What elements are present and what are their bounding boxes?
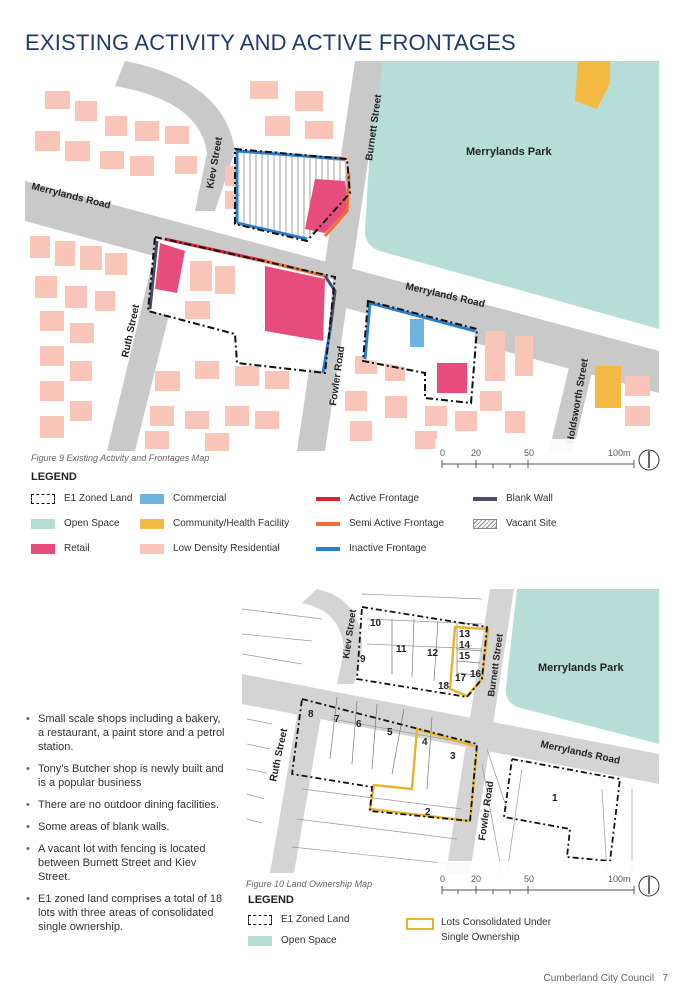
e1-boundary-main-2 bbox=[290, 697, 478, 822]
scale-bar-2: 0 20 50 100m bbox=[440, 874, 660, 897]
figure-9-caption: Figure 9 Existing Activity and Frontages… bbox=[31, 453, 210, 463]
lot-10: 10 bbox=[370, 618, 382, 629]
bullet-4: Some areas of blank walls. bbox=[38, 820, 226, 834]
legend2-open-space: Open Space bbox=[248, 935, 337, 946]
inactive-frontage-sw bbox=[236, 221, 308, 241]
legend-2-heading: LEGEND bbox=[248, 894, 294, 906]
bullet-1: Small scale shops including a bakery, a … bbox=[38, 712, 226, 754]
inactive-frontage-east bbox=[363, 301, 476, 360]
north-arrow-icon-2 bbox=[638, 875, 660, 897]
lot-18: 18 bbox=[438, 681, 450, 692]
svg-text:20: 20 bbox=[471, 448, 481, 458]
lot-11: 11 bbox=[396, 644, 407, 655]
svg-text:20: 20 bbox=[471, 874, 481, 884]
merrylands-park-area bbox=[365, 61, 659, 329]
bullet-2: Tony’s Butcher shop is newly built and i… bbox=[38, 762, 226, 790]
lot-1: 1 bbox=[552, 793, 558, 804]
community-facility bbox=[575, 61, 610, 109]
e1-boundary-east bbox=[361, 299, 479, 405]
lot-13: 13 bbox=[459, 629, 471, 640]
e1-boundary-north bbox=[234, 147, 352, 243]
lot-14: 14 bbox=[459, 640, 471, 651]
legend-residential: Low Density Residential bbox=[140, 543, 280, 554]
bullet-5: A vacant lot with fencing is located bet… bbox=[38, 842, 226, 884]
retail-block-ruth bbox=[155, 243, 185, 293]
key-findings-list: Small scale shops including a bakery, a … bbox=[26, 712, 226, 942]
legend-commercial: Commercial bbox=[140, 493, 226, 504]
legend2-e1: E1 Zoned Land bbox=[248, 914, 349, 925]
community-facility-south bbox=[595, 366, 621, 408]
e1-boundary-main bbox=[146, 235, 337, 375]
legend-1-heading: LEGEND bbox=[31, 471, 77, 483]
legend-open-space: Open Space bbox=[31, 518, 120, 529]
legend2-consolidated-line1: Lots Consolidated Under bbox=[441, 917, 552, 928]
page-number: 7 bbox=[662, 973, 668, 984]
footer-council: Cumberland City Council bbox=[543, 973, 655, 984]
lot-6: 6 bbox=[356, 719, 362, 730]
retail-block-main bbox=[265, 266, 325, 341]
lot-8: 8 bbox=[308, 709, 314, 720]
legend-active: Active Frontage bbox=[316, 493, 419, 504]
existing-activity-map: Kiev Street Burnett Street Merrylands Ro… bbox=[25, 61, 659, 451]
legend-retail: Retail bbox=[31, 543, 90, 554]
lot-5: 5 bbox=[387, 727, 393, 738]
blank-wall-ruth bbox=[148, 240, 159, 310]
lot-4: 4 bbox=[422, 737, 428, 748]
lot-16: 16 bbox=[470, 669, 482, 680]
legend-blank-wall: Blank Wall bbox=[473, 493, 553, 504]
lot-3: 3 bbox=[450, 751, 456, 762]
semi-active-frontage-north bbox=[323, 172, 351, 237]
svg-text:100m: 100m bbox=[608, 448, 631, 458]
legend-community: Community/Health Facility bbox=[140, 518, 289, 529]
legend2-consolidated-line2: Single Ownership bbox=[441, 932, 520, 943]
park-label: Merrylands Park bbox=[466, 146, 552, 158]
page-footer: Cumberland City Council 7 bbox=[543, 973, 668, 984]
merrylands-park-area-2 bbox=[505, 589, 659, 744]
bullet-6: E1 zoned land comprises a total of 18 lo… bbox=[38, 892, 226, 934]
svg-text:50: 50 bbox=[524, 448, 534, 458]
svg-text:0: 0 bbox=[440, 874, 445, 884]
commercial-block bbox=[410, 319, 424, 347]
north-arrow-icon bbox=[638, 449, 660, 471]
scale-bar-1: 0 20 50 100m bbox=[440, 448, 660, 471]
lot-15: 15 bbox=[459, 651, 471, 662]
lot-17: 17 bbox=[455, 673, 467, 684]
svg-text:50: 50 bbox=[524, 874, 534, 884]
inactive-frontage-north bbox=[235, 149, 346, 223]
lot-12: 12 bbox=[427, 648, 439, 659]
legend-inactive: Inactive Frontage bbox=[316, 543, 426, 554]
consolidated-lots-north bbox=[448, 625, 490, 698]
retail-block-north bbox=[305, 179, 347, 233]
figure-10-caption: Figure 10 Land Ownership Map bbox=[246, 879, 373, 889]
legend-semi-active: Semi Active Frontage bbox=[316, 518, 444, 529]
park-label-2: Merrylands Park bbox=[538, 662, 624, 674]
page-title: EXISTING ACTIVITY AND ACTIVE FRONTAGES bbox=[25, 30, 516, 55]
e1-swatch bbox=[31, 493, 55, 504]
lot-7: 7 bbox=[334, 714, 340, 725]
retail-block-east bbox=[437, 363, 467, 393]
svg-text:100m: 100m bbox=[608, 874, 631, 884]
lot-2: 2 bbox=[425, 807, 431, 818]
svg-text:0: 0 bbox=[440, 448, 445, 458]
legend2-consolidated-swatch bbox=[406, 918, 434, 930]
legend-e1: E1 Zoned Land bbox=[31, 493, 132, 504]
legend-vacant: Vacant Site bbox=[473, 518, 556, 529]
land-ownership-map: 1 2 3 4 5 6 7 8 9 10 11 12 13 14 15 16 1… bbox=[242, 589, 659, 873]
lot-9: 9 bbox=[360, 654, 366, 665]
bullet-3: There are no outdoor dining facilities. bbox=[38, 798, 226, 812]
e1-boundary-north-2 bbox=[356, 605, 488, 698]
